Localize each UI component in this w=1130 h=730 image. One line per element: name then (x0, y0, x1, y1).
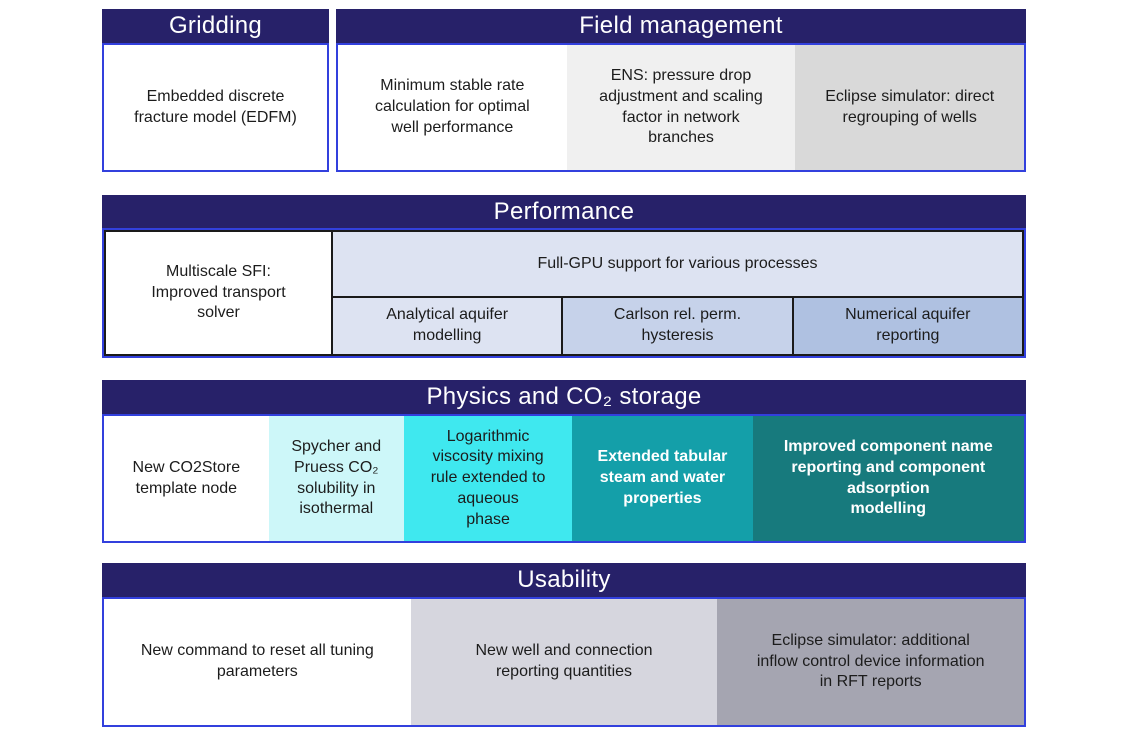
section-physics-co2-storage: Physics and CO₂ storage New CO2Store tem… (102, 380, 1026, 543)
cell-eclipse-icd-rft-reports: Eclipse simulator: additional inflow con… (717, 599, 1025, 725)
cell-well-connection-reporting: New well and connection reporting quanti… (410, 599, 718, 725)
performance-body: Multiscale SFI: Improved transport solve… (102, 228, 1026, 358)
performance-header: Performance (102, 195, 1026, 228)
cell-full-gpu-support-text: Full-GPU support for various processes (537, 254, 818, 272)
cell-extended-tabular-steam-water: Extended tabular steam and water propert… (572, 416, 753, 541)
performance-grid: Multiscale SFI: Improved transport solve… (104, 230, 1024, 356)
field-management-header: Field management (336, 9, 1026, 43)
cell-ens-pressure-drop: ENS: pressure drop adjustment and scalin… (566, 45, 796, 170)
performance-right-grid: Full-GPU support for various processes A… (333, 232, 1022, 354)
field-management-title: Field management (579, 12, 783, 39)
gridding-title: Gridding (168, 12, 263, 39)
cell-multiscale-sfi-text: Multiscale SFI: Improved transport solve… (151, 262, 286, 322)
section-performance: Performance Multiscale SFI: Improved tra… (102, 195, 1026, 358)
cell-logarithmic-viscosity-mixing: Logarithmic viscosity mixing rule extend… (403, 416, 573, 541)
cell-full-gpu-support: Full-GPU support for various processes (333, 232, 1022, 298)
physics-title: Physics and CO₂ storage (426, 383, 702, 410)
cell-carlson-rel-perm-hysteresis: Carlson rel. perm. hysteresis (561, 298, 794, 354)
cell-well-connection-reporting-text: New well and connection reporting quanti… (475, 642, 653, 680)
cell-embedded-discrete-fracture-model: Embedded discrete fracture model (EDFM) (104, 45, 327, 170)
section-gridding: Gridding Embedded discrete fracture mode… (102, 9, 329, 172)
cell-reset-tuning-parameters-text: New command to reset all tuning paramete… (140, 642, 374, 680)
cell-eclipse-regrouping-wells-text: Eclipse simulator: direct regrouping of … (825, 87, 995, 126)
physics-body: New CO2Store template node Spycher and P… (102, 414, 1026, 543)
section-usability: Usability New command to reset all tunin… (102, 563, 1026, 727)
cell-numerical-aquifer-reporting: Numerical aquifer reporting (793, 298, 1022, 354)
performance-title: Performance (493, 197, 635, 225)
usability-body: New command to reset all tuning paramete… (102, 597, 1026, 727)
gridding-body: Embedded discrete fracture model (EDFM) (102, 43, 329, 172)
cell-multiscale-sfi: Multiscale SFI: Improved transport solve… (106, 232, 333, 354)
cell-logarithmic-viscosity-mixing-text: Logarithmic viscosity mixing rule extend… (430, 427, 546, 528)
cell-numerical-aquifer-reporting-text: Numerical aquifer reporting (845, 306, 971, 344)
cell-eclipse-icd-rft-reports-text: Eclipse simulator: additional inflow con… (756, 631, 985, 691)
cell-carlson-rel-perm-hysteresis-text: Carlson rel. perm. hysteresis (613, 306, 742, 344)
cell-analytical-aquifer-modelling-text: Analytical aquifer modelling (386, 306, 509, 344)
cell-extended-tabular-steam-water-text: Extended tabular steam and water propert… (597, 448, 728, 507)
field-management-body: Minimum stable rate calculation for opti… (336, 43, 1026, 172)
cell-spycher-pruess-co2-solubility-text: Spycher and Pruess CO₂ solubility in iso… (291, 437, 382, 518)
cell-reset-tuning-parameters: New command to reset all tuning paramete… (104, 599, 411, 725)
section-field-management: Field management Minimum stable rate cal… (336, 9, 1026, 172)
cell-improved-component-name-reporting-text: Improved component name reporting and co… (783, 437, 993, 518)
usability-title: Usability (517, 566, 611, 593)
cell-new-co2store-template-node: New CO2Store template node (104, 416, 269, 541)
cell-improved-component-name-reporting: Improved component name reporting and co… (752, 416, 1024, 541)
cell-embedded-discrete-fracture-model-text: Embedded discrete fracture model (EDFM) (134, 87, 297, 126)
cell-analytical-aquifer-modelling: Analytical aquifer modelling (333, 298, 562, 354)
cell-minimum-stable-rate: Minimum stable rate calculation for opti… (338, 45, 567, 170)
cell-new-co2store-template-node-text: New CO2Store template node (132, 458, 241, 497)
gridding-header: Gridding (102, 9, 329, 43)
physics-header: Physics and CO₂ storage (102, 380, 1026, 414)
cell-ens-pressure-drop-text: ENS: pressure drop adjustment and scalin… (599, 66, 763, 147)
cell-minimum-stable-rate-text: Minimum stable rate calculation for opti… (374, 77, 530, 136)
usability-header: Usability (102, 563, 1026, 597)
cell-spycher-pruess-co2-solubility: Spycher and Pruess CO₂ solubility in iso… (268, 416, 404, 541)
cell-eclipse-regrouping-wells: Eclipse simulator: direct regrouping of … (795, 45, 1025, 170)
performance-sub-row: Analytical aquifer modelling Carlson rel… (333, 298, 1022, 354)
